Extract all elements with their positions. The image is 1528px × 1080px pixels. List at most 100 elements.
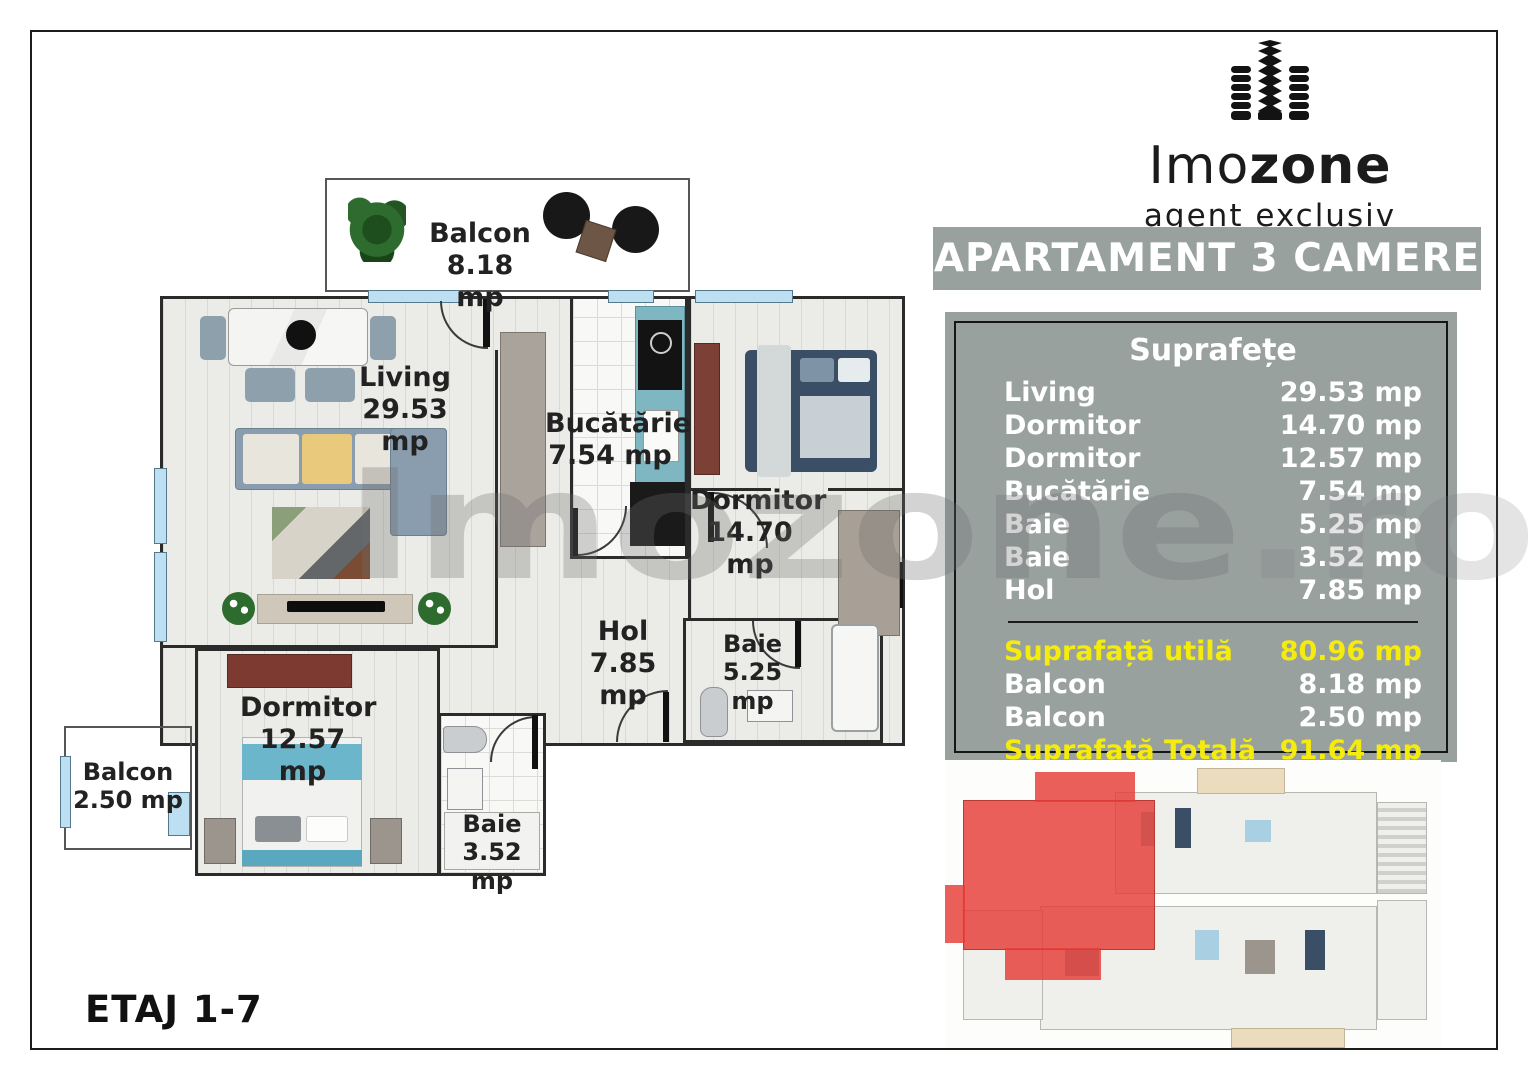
label-baie2: Baie 3.52 mp [438,810,546,895]
surface-row: Dormitor 14.70 mp [1004,409,1422,442]
window-living-top [368,290,460,303]
label-baie1-name: Baie [723,630,782,658]
label-hol-name: Hol [597,616,649,647]
overview-accent-3 [1245,820,1271,842]
door-leaf-hol [663,692,669,742]
brand-logo: Imozone agent exclusiv [1060,40,1480,234]
label-hol: Hol 7.85 mp [568,616,678,712]
wall-kitchen-dormitor [688,299,691,621]
bathtub-baie1 [831,624,879,732]
room-balcony-top [325,178,690,292]
floor-range-label: ETAJ 1-7 [85,988,263,1031]
overview-accent-6 [1305,930,1325,970]
window-balcony2-left [60,756,71,828]
overview-units-top [1115,792,1377,894]
surface-label: Baie [1004,509,1071,540]
label-living: Living 29.53 mp [335,362,475,458]
door-leaf-kitchen [573,508,578,556]
label-baie1-area: 5.25 mp [722,658,783,715]
bed-blanket-dormitor2 [242,744,362,780]
cabinet-living-right [500,332,546,547]
buildings-icon [1231,40,1309,120]
label-balcony-top-name: Balcon [429,218,531,249]
kitchen-fridge [630,482,685,546]
door-leaf-dormitor1 [708,492,714,542]
surface-value: 14.70 mp [1279,410,1422,441]
apartment-title-banner: APARTAMENT 3 CAMERE [933,227,1481,290]
overview-highlighted-unit [963,800,1155,950]
stove-burner [650,332,672,354]
bed-runner-dormitor1 [757,345,791,477]
wall-dormitor1-bottom-right [828,488,905,491]
label-balcony2-area: 2.50 mp [73,786,183,815]
window-living-left-2 [154,552,167,642]
summary-value: 2.50 mp [1298,702,1422,733]
wall-living-right [495,350,498,648]
label-balcony2-name: Balcon [82,758,174,786]
overview-accent-4 [1195,930,1219,960]
label-dormitor1-name: Dormitor [690,485,827,516]
overview-balcony-bottom [1231,1028,1345,1048]
pillow-dormitor2-2 [306,816,348,842]
sofa-cushion-yellow [302,434,352,484]
blanket-dormitor1 [800,396,870,458]
surface-label: Hol [1004,575,1055,606]
page-border-frame [30,30,1498,1050]
surface-value: 7.54 mp [1298,476,1422,507]
overview-highlighted-unit-stub-left [945,885,965,943]
surface-value: 7.85 mp [1298,575,1422,606]
label-bucatarie-area: 7.54 mp [548,439,672,471]
surfaces-heading: Suprafețe [1129,333,1297,368]
label-living-area: 29.53 mp [362,393,448,457]
summary-value: 8.18 mp [1298,669,1422,700]
door-leaf-living [483,299,490,347]
summary-label: Suprafață utilă [1004,636,1233,667]
pillow-dormitor1-1 [800,358,834,382]
wardrobe-hall [838,510,900,636]
wall-living-bottom [160,645,498,648]
label-baie2-name: Baie [462,810,522,838]
door-leaf-baie1 [795,621,801,667]
label-dormitor2-name: Dormitor [240,692,377,723]
label-balcony-top: Balcon 8.18 mp [420,218,540,314]
surface-label: Living [1004,377,1096,408]
window-kitchen-top [608,290,654,303]
label-baie2-area: 3.52 mp [462,838,522,895]
overview-accent-5 [1245,940,1275,974]
wall-kitchen-bottom [570,556,691,559]
surface-row: Hol 7.85 mp [1004,574,1422,607]
kitchen-sink [643,410,679,462]
sofa-corner [390,428,447,536]
overview-accent-2 [1175,808,1191,848]
label-dormitor1: Dormitor 14.70 mp [690,485,827,581]
dining-chair-left [200,316,226,360]
label-bucatarie: Bucătărie 7.54 mp [545,408,691,472]
floorplate-overview [945,760,1441,1048]
tv [287,601,385,612]
shower-baie2 [444,812,540,870]
surface-label: Dormitor [1004,443,1141,474]
window-dormitor1-top [695,290,793,303]
room-baie-1 [683,618,883,743]
overview-highlighted-unit-stub-top [1035,772,1135,802]
balcony-chair-2 [612,206,659,253]
sink-baie1 [747,690,793,722]
surface-value: 5.25 mp [1298,509,1422,540]
plant-living-1 [222,592,255,625]
brand-name-suffix: zone [1249,136,1392,196]
brand-wordmark: Imozone [1060,136,1480,196]
pillow-dormitor1-2 [838,358,870,382]
wardrobe-dormitor2 [227,654,352,688]
rug [272,507,370,579]
brand-name-prefix: Imo [1148,136,1250,196]
label-balcony-top-area: 8.18 mp [446,249,514,313]
surface-label: Dormitor [1004,410,1141,441]
plant-living-2 [418,592,451,625]
surface-row: Baie 5.25 mp [1004,508,1422,541]
